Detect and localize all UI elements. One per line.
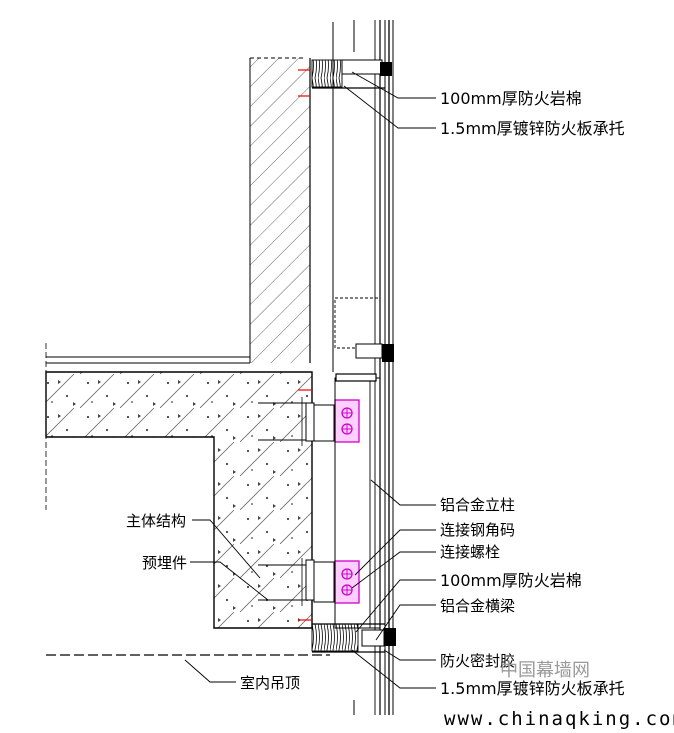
label-bolt: 连接螺栓 [440,543,500,561]
glass-panels [353,20,394,715]
aluminium-transoms [312,59,396,653]
steel-angle-connectors [313,399,360,604]
embedded-parts [258,397,315,606]
label-bottom-galvanized-board: 1.5mm厚镀锌防火板承托 [440,679,625,698]
label-mullion: 铝合金立柱 [440,496,515,514]
concrete-slab-beam [45,343,313,629]
fire-rock-wool [311,59,359,652]
label-ceiling: 室内吊顶 [240,674,300,692]
label-main-structure: 主体结构 [126,512,186,530]
watermark-cn: 中国幕墙网 [500,660,590,681]
label-transom: 铝合金横梁 [440,597,515,615]
leader-lines [184,71,436,689]
label-fire-sealant: 防火密封胶 [440,652,515,670]
aluminium-mullion [334,20,381,715]
label-top-galvanized-board: 1.5mm厚镀锌防火板承托 [440,119,625,138]
watermark-url: www.chinaqking.com [444,708,674,730]
upper-wall-hatched [249,22,334,372]
label-steel-angle: 连接钢角码 [440,521,515,539]
label-top-rock-wool: 100mm厚防火岩棉 [440,89,582,108]
red-markers [298,69,312,621]
label-bottom-rock-wool: 100mm厚防火岩棉 [440,571,582,590]
label-embedded-part: 预埋件 [142,554,187,572]
